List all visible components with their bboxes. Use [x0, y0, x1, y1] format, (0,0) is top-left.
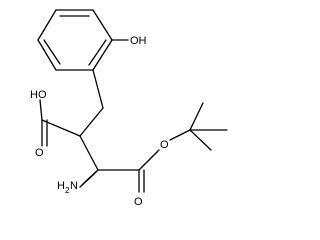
acid-hydroxyl-label: HO: [30, 89, 47, 101]
acid-oxygen-label: O: [35, 147, 44, 159]
benzene-ring: [37, 9, 113, 71]
acid-c-bond: [41, 119, 81, 137]
amine-bond-c: [79, 173, 95, 188]
carbonyl-oxygen-label: O: [134, 196, 143, 208]
tbutyl-methyl-1: [189, 102, 204, 131]
alpha-bond: [79, 135, 99, 171]
amine-h-label: H: [57, 180, 65, 192]
amine-subscript: 2: [65, 186, 70, 195]
benzyl-bond-2: [79, 107, 104, 137]
benzyl-bond-1: [92, 69, 104, 109]
tbutyl-bond: [169, 129, 191, 141]
ester-oxygen-label: O: [160, 139, 169, 151]
hydroxyl-label: OH: [130, 35, 147, 47]
ester-oxygen-bond: [138, 149, 160, 171]
molecule-structure: OH HO O H 2 N O O: [30, 9, 228, 208]
amine-n-label: N: [70, 180, 78, 192]
tbutyl-methyl-3: [189, 129, 212, 151]
acid-oh-bond: [39, 99, 43, 121]
